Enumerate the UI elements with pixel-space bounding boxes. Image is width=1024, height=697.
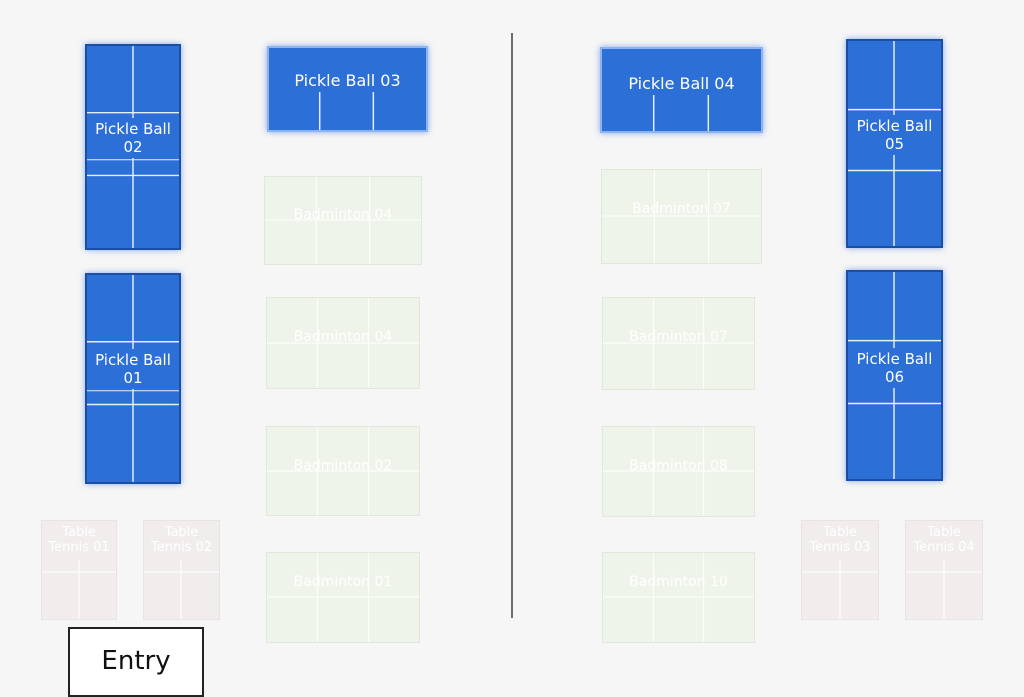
- court-label: Badminton 01: [293, 574, 393, 590]
- table-tennis-03[interactable]: Table Tennis 03: [801, 520, 879, 620]
- table-lines: [802, 560, 878, 619]
- table-label: Table Tennis 01: [42, 525, 116, 555]
- court-pickle-ball-05[interactable]: Pickle Ball 05: [846, 39, 943, 248]
- court-badminton-left-3[interactable]: Badminton 02: [266, 426, 420, 516]
- court-pickle-ball-01[interactable]: Pickle Ball 01: [85, 273, 181, 484]
- court-badminton-left-1[interactable]: Badminton 04: [264, 176, 422, 265]
- table-label-line2: Tennis 03: [809, 540, 871, 555]
- court-label-line1: Pickle Ball: [95, 351, 171, 369]
- court-label: Pickle Ball 02: [87, 118, 179, 158]
- court-label-line1: Pickle Ball: [95, 120, 171, 138]
- court-badminton-right-3[interactable]: Badminton 08: [602, 426, 755, 517]
- court-pickle-ball-02[interactable]: Pickle Ball 02: [85, 44, 181, 250]
- table-lines: [42, 560, 116, 619]
- court-label-line2: 01: [123, 369, 143, 387]
- court-label: Pickle Ball 01: [87, 349, 179, 389]
- court-badminton-left-4[interactable]: Badminton 01: [266, 552, 420, 643]
- court-label: Badminton 02: [293, 458, 393, 474]
- court-label: Pickle Ball 04: [602, 73, 761, 95]
- table-label-line2: Tennis 01: [48, 540, 110, 555]
- entry-label: Entry: [101, 646, 171, 676]
- table-label-line1: Table: [927, 525, 961, 540]
- court-label: Pickle Ball 06: [848, 348, 941, 388]
- court-label: Badminton 10: [629, 574, 728, 590]
- court-pickle-ball-03[interactable]: Pickle Ball 03: [267, 46, 428, 132]
- court-lines: [267, 298, 419, 388]
- table-label: Table Tennis 02: [144, 525, 219, 555]
- court-label-line2: 06: [884, 368, 905, 386]
- table-lines: [144, 560, 219, 619]
- court-label: Badminton 04: [293, 329, 393, 345]
- court-label-line1: Pickle Ball: [856, 350, 933, 368]
- court-label-line2: 05: [884, 135, 905, 153]
- court-badminton-left-2[interactable]: Badminton 04: [266, 297, 420, 389]
- court-lines: [603, 298, 754, 389]
- court-label-line1: Pickle Ball: [856, 117, 933, 135]
- table-label-line1: Table: [823, 525, 857, 540]
- table-label: Table Tennis 03: [802, 525, 878, 555]
- court-label-line2: 02: [123, 138, 143, 156]
- table-label-line2: Tennis 04: [913, 540, 975, 555]
- court-pickle-ball-04[interactable]: Pickle Ball 04: [600, 47, 763, 133]
- court-lines: [267, 553, 419, 642]
- entry-box[interactable]: Entry: [68, 627, 204, 697]
- court-pickle-ball-06[interactable]: Pickle Ball 06: [846, 270, 943, 481]
- court-lines: [265, 177, 421, 264]
- table-tennis-02[interactable]: Table Tennis 02: [143, 520, 220, 620]
- court-badminton-right-1[interactable]: Badminton 07: [601, 169, 762, 264]
- court-lines: [603, 427, 754, 516]
- court-lines: [603, 553, 754, 642]
- court-badminton-right-2[interactable]: Badminton 07: [602, 297, 755, 390]
- court-label: Pickle Ball 05: [848, 115, 941, 155]
- table-tennis-01[interactable]: Table Tennis 01: [41, 520, 117, 620]
- court-label: Badminton 08: [629, 458, 728, 474]
- table-tennis-04[interactable]: Table Tennis 04: [905, 520, 983, 620]
- court-lines: [602, 170, 761, 263]
- court-label: Badminton 07: [629, 329, 728, 345]
- table-lines: [906, 560, 982, 619]
- table-label: Table Tennis 04: [906, 525, 982, 555]
- court-label: Badminton 07: [632, 201, 731, 217]
- court-label: Pickle Ball 03: [269, 70, 426, 92]
- table-label-line1: Table: [164, 525, 199, 540]
- court-label: Badminton 04: [293, 207, 393, 223]
- table-label-line1: Table: [62, 525, 96, 540]
- court-lines: [267, 427, 419, 515]
- court-badminton-right-4[interactable]: Badminton 10: [602, 552, 755, 643]
- table-label-line2: Tennis 02: [150, 540, 213, 555]
- center-divider: [511, 33, 513, 618]
